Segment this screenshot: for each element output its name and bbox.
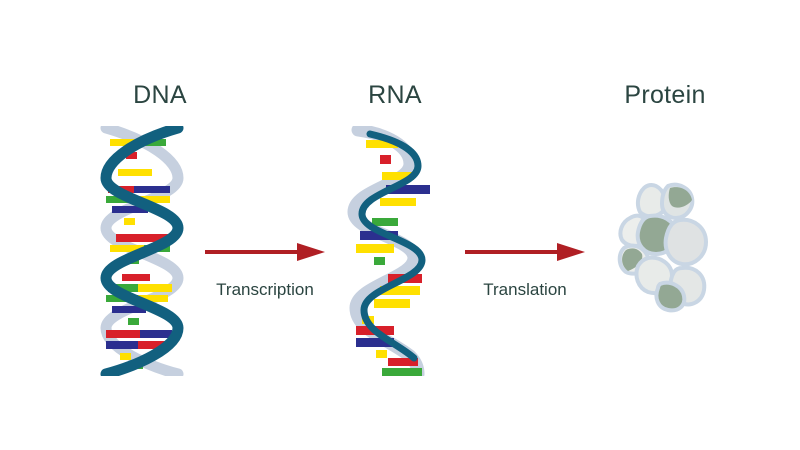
arrow-right-icon-translation [465, 240, 585, 264]
rna-single-strand-icon [344, 126, 454, 376]
stage-title-dna: DNA [133, 81, 187, 109]
stage-title-rna: RNA [368, 81, 422, 109]
dna-double-helix-icon [88, 126, 208, 376]
protein-complex-icon [608, 172, 736, 313]
arrow-right-icon-transcription [205, 240, 325, 264]
step-label-translation: Translation [483, 280, 567, 299]
step-label-transcription: Transcription [216, 280, 314, 299]
stage-title-protein: Protein [624, 81, 706, 109]
